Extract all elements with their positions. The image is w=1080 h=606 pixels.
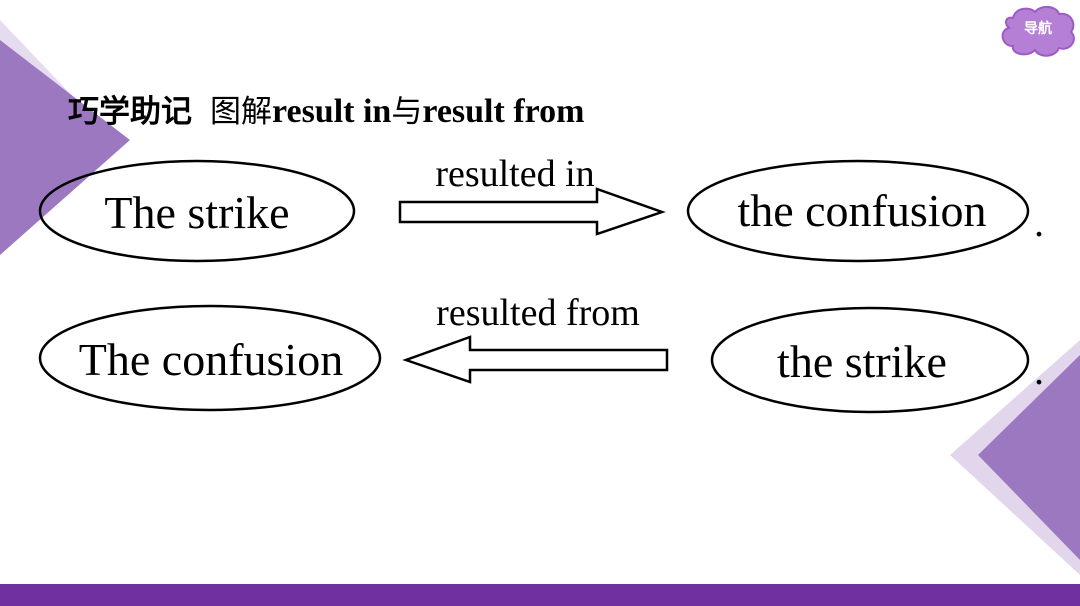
- row2-object-ellipse: [710, 306, 1030, 414]
- row2-subject-ellipse: [38, 304, 382, 412]
- cloud-icon: [1001, 6, 1075, 57]
- right-triangle-dark: [978, 355, 1080, 560]
- row1-object: the confusion: [737, 185, 986, 236]
- left-arrow-icon: [402, 335, 669, 384]
- row1-subject: The strike: [104, 187, 289, 238]
- row1-period: .: [1034, 200, 1044, 245]
- title-prefix: 巧学助记: [68, 94, 192, 130]
- navigation-label: 导航: [1024, 21, 1052, 37]
- title-en-part1: result in: [272, 93, 392, 130]
- row2-object: the strike: [777, 336, 947, 387]
- row1-verb: resulted in: [435, 153, 594, 195]
- right-arrow-icon: [398, 187, 666, 236]
- row1-subject-ellipse: [38, 159, 356, 263]
- title-en-part2: result from: [422, 93, 585, 130]
- row1-object-ellipse: [686, 159, 1030, 263]
- row2-subject: The confusion: [79, 334, 343, 385]
- navigation-button[interactable]: 导航: [999, 4, 1077, 58]
- left-triangle-dark: [0, 40, 130, 255]
- row2-period: .: [1034, 348, 1044, 393]
- row2-verb: resulted from: [436, 292, 640, 334]
- title-term: 图解: [210, 94, 272, 130]
- title-connector: 与: [391, 94, 423, 130]
- bottom-bar: [0, 584, 1080, 606]
- page-title: 巧学助记图解result in与result from: [68, 86, 584, 131]
